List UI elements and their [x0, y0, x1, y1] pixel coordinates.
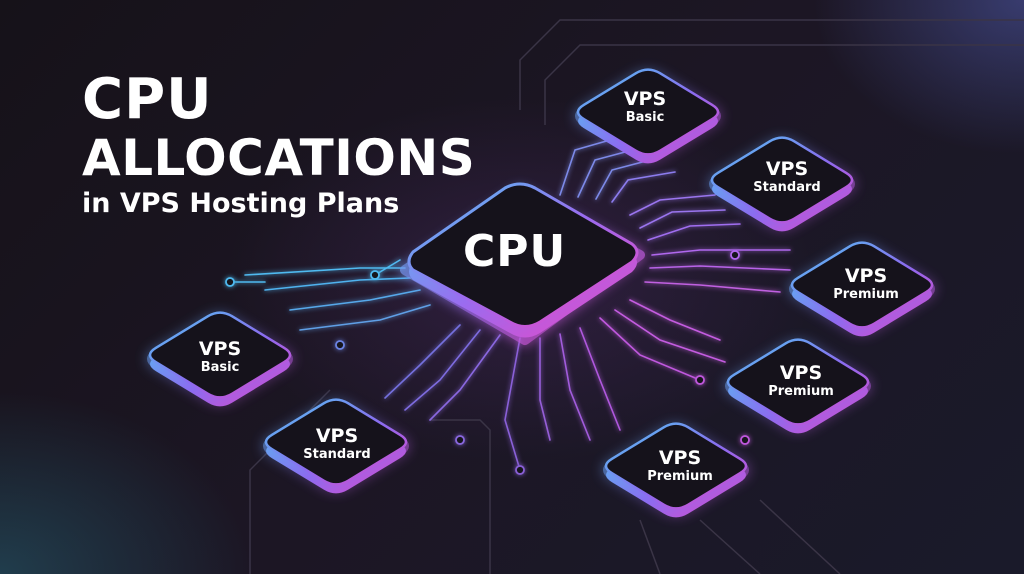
node-title: VPS	[198, 338, 242, 360]
node-face	[604, 422, 748, 510]
node-vps-premium-1: VPS Premium	[806, 265, 926, 303]
node-vps-standard-left: VPS Standard	[277, 425, 397, 463]
vps-node-standard-left	[263, 398, 409, 494]
node-tier: Basic	[625, 110, 665, 125]
circuit-traces	[229, 139, 791, 471]
node-face	[710, 136, 854, 224]
title-line-2: ALLOCATIONS	[82, 129, 476, 187]
vps-node-premium-3	[603, 422, 749, 518]
trace-terminals	[225, 250, 750, 475]
node-face	[790, 241, 934, 329]
node-tier: Premium	[768, 384, 834, 399]
node-title: VPS	[779, 362, 823, 384]
subtitle: in VPS Hosting Plans	[82, 188, 400, 219]
node-face	[726, 338, 870, 426]
node-tier: Standard	[753, 180, 821, 195]
node-vps-basic-left: VPS Basic	[160, 338, 280, 376]
node-title: VPS	[315, 425, 359, 447]
vps-node-premium-1	[789, 241, 935, 337]
node-face	[576, 68, 720, 156]
node-face	[264, 398, 408, 486]
vps-node-premium-2	[725, 338, 871, 434]
node-title: VPS	[765, 158, 809, 180]
node-title: VPS	[623, 88, 667, 110]
node-tier: Standard	[303, 447, 371, 462]
node-tier: Premium	[833, 287, 899, 302]
node-vps-premium-2: VPS Premium	[741, 362, 861, 400]
node-face	[148, 311, 292, 399]
cpu-chip	[400, 182, 645, 345]
title-line-1: CPU	[82, 67, 213, 132]
vps-node-basic-left	[147, 311, 293, 407]
node-vps-premium-3: VPS Premium	[620, 447, 740, 485]
node-tier: Premium	[647, 469, 713, 484]
vps-node-basic-top	[575, 68, 721, 164]
vps-nodes	[147, 68, 935, 518]
node-title: VPS	[658, 447, 702, 469]
cpu-label: CPU	[463, 226, 567, 277]
vps-node-standard-right	[709, 136, 855, 232]
node-vps-basic-top: VPS Basic	[590, 88, 700, 126]
node-vps-standard-right: VPS Standard	[727, 158, 847, 196]
node-tier: Basic	[200, 360, 240, 375]
node-title: VPS	[844, 265, 888, 287]
